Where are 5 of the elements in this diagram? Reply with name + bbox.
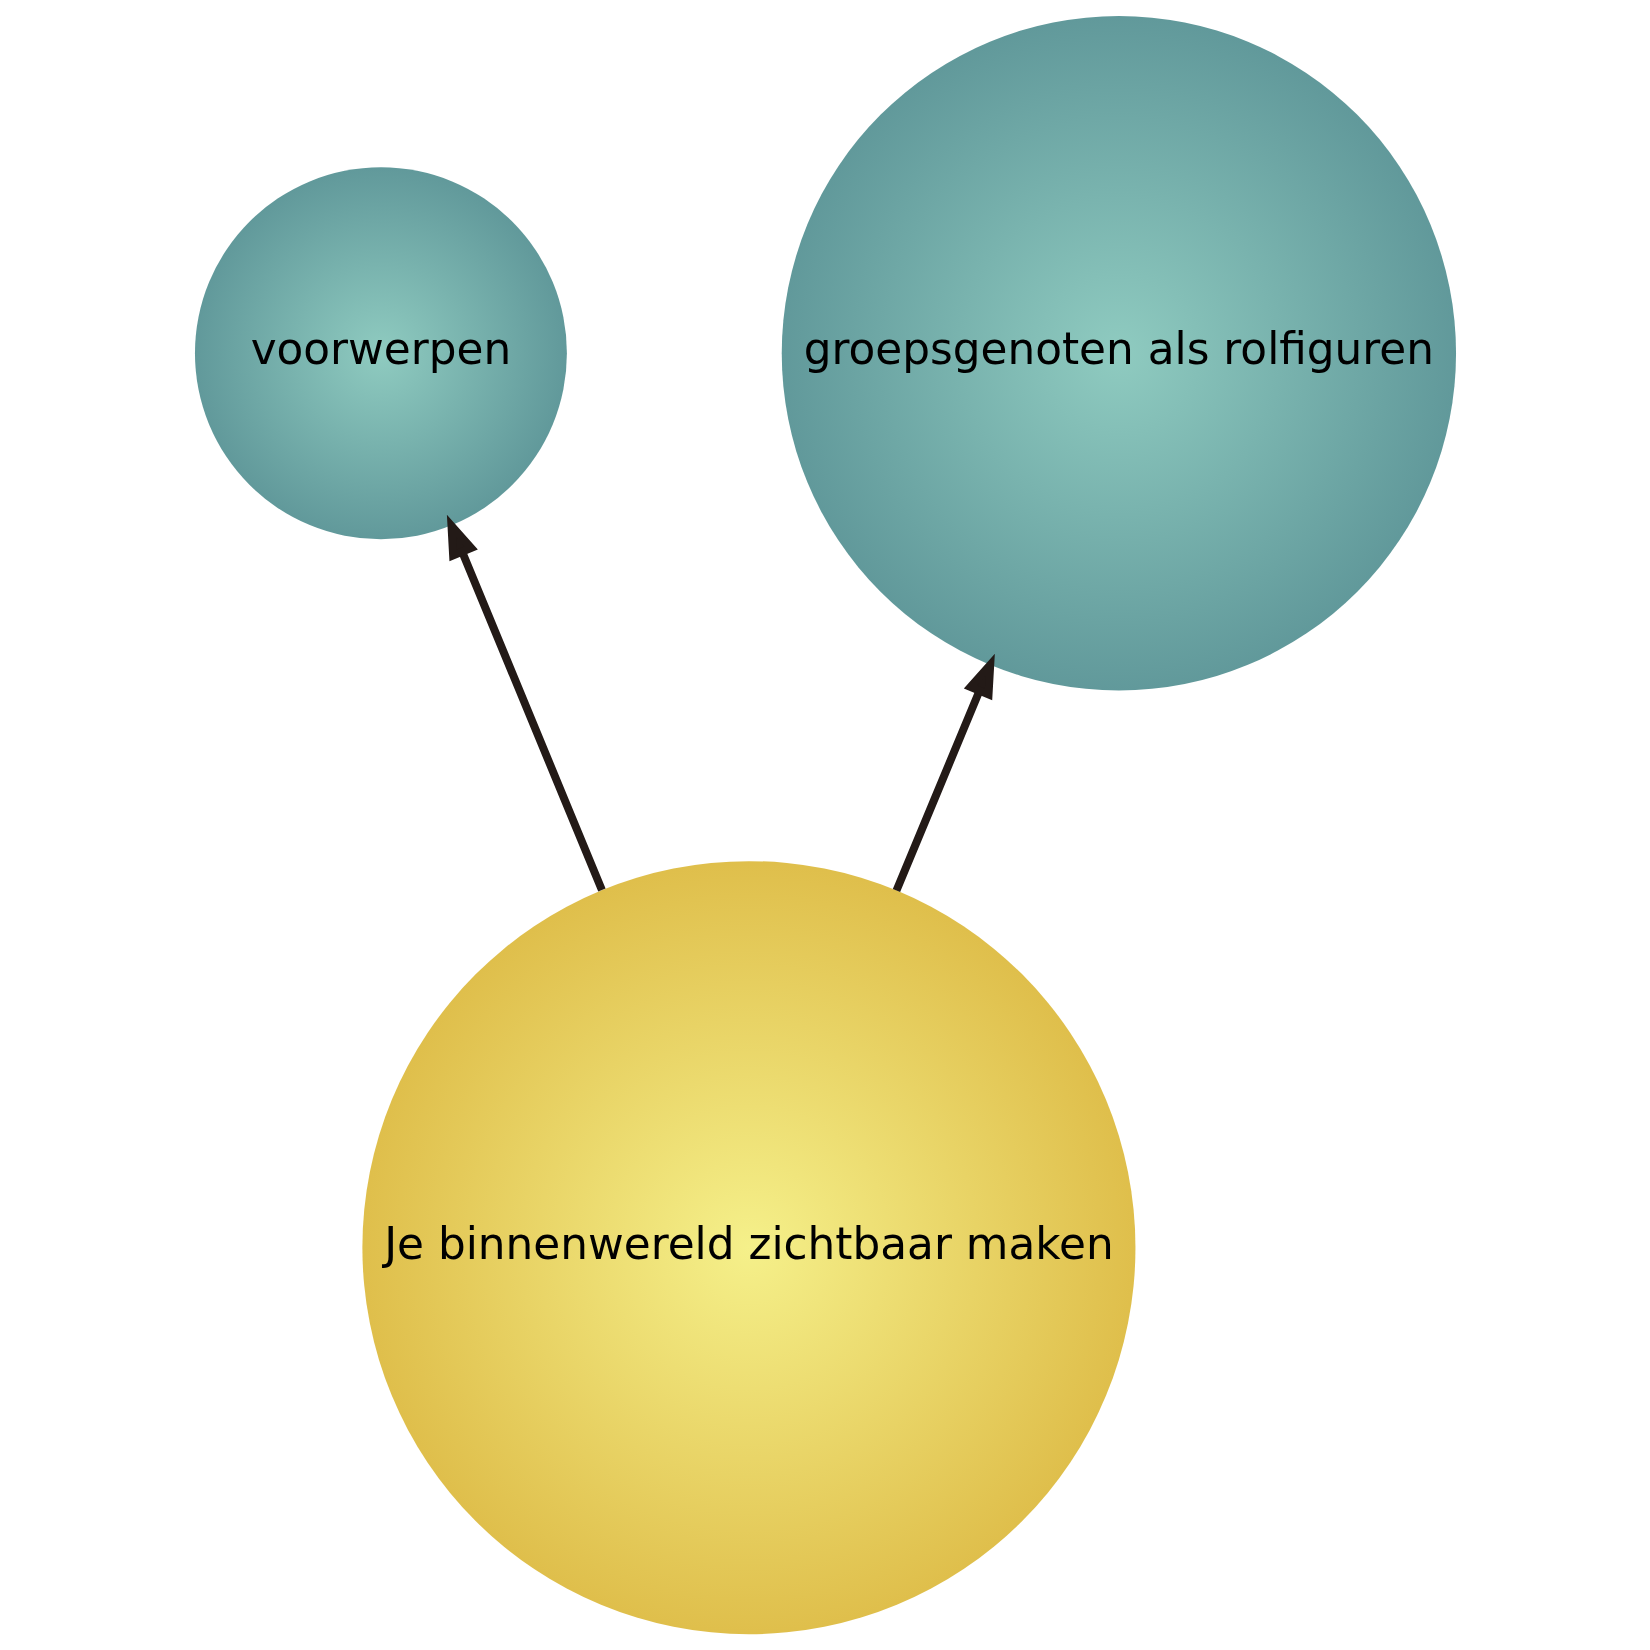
arrow <box>892 653 995 893</box>
node-circle: voorwerpen <box>194 167 567 540</box>
arrow <box>446 514 606 892</box>
node-circle: Je binnenwereld zichtbaar maken <box>361 861 1135 1635</box>
node-circle: groepsgenoten als rolfiguren <box>781 16 1456 691</box>
